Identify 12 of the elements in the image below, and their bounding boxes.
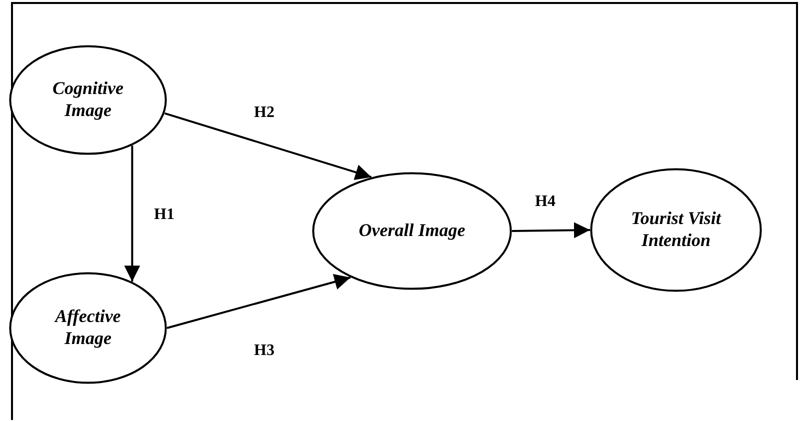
arrow [124, 146, 140, 282]
arrow [166, 274, 351, 329]
arrow [512, 222, 590, 238]
node-label: Cognitive Image [52, 78, 124, 122]
ellipse-node [9, 45, 167, 155]
arrow [164, 112, 372, 180]
ellipse-node [9, 272, 167, 384]
node-label: Overall Image [358, 220, 466, 242]
ellipse-node [590, 168, 762, 292]
ellipse-node [312, 172, 512, 290]
node-label: Tourist Visit Intention [630, 208, 722, 252]
node-label: Affective Image [53, 306, 122, 350]
